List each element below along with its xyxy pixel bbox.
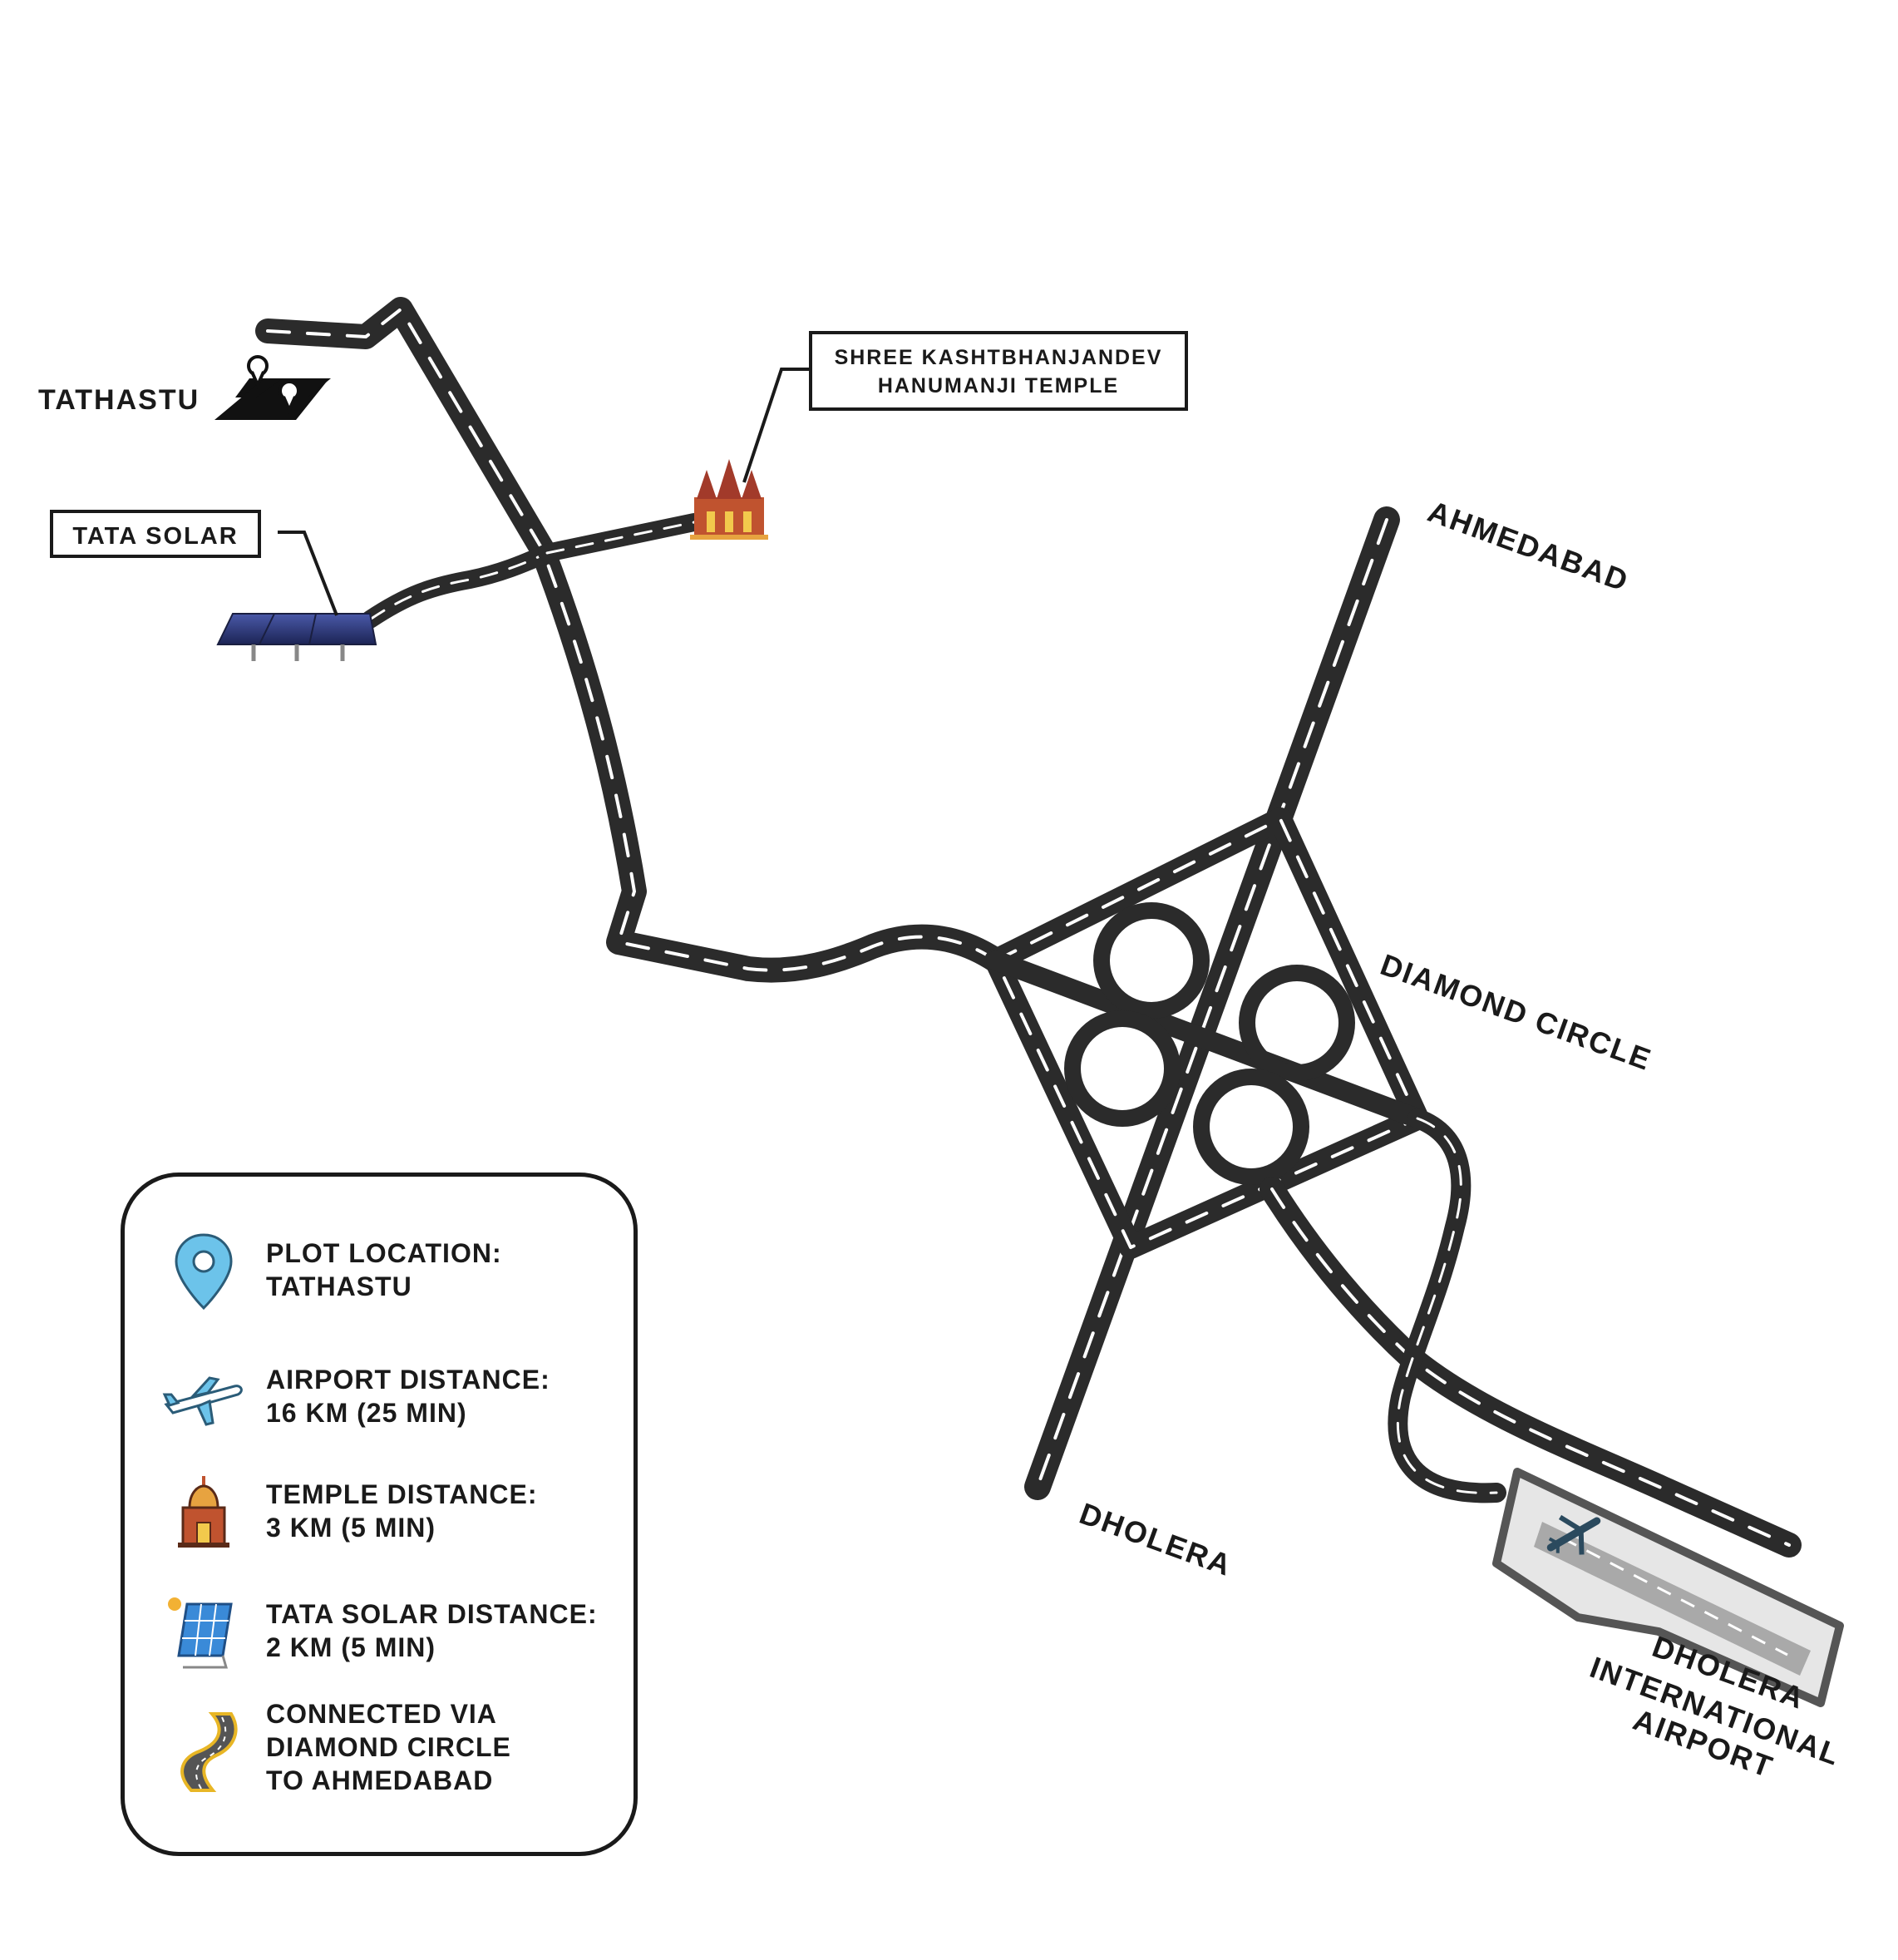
solar-panel-icon (216, 613, 377, 661)
road-icon (158, 1706, 249, 1797)
ahmedabad-label: AHMEDABAD (1423, 494, 1634, 598)
airport-icon (1492, 1468, 1844, 1707)
solar-panel-icon (158, 1587, 249, 1679)
callout-lines (278, 368, 811, 616)
location-pin-icon (158, 1227, 249, 1318)
tathastu-label: TATHASTU (38, 384, 200, 416)
diamond-circle-label: DIAMOND CIRCLE (1376, 947, 1656, 1077)
legend-connected-line1: CONNECTED VIA (266, 1699, 497, 1729)
temple-icon (690, 459, 768, 540)
legend-temple-value: 3 KM (5 MIN) (266, 1513, 436, 1543)
solar-road (361, 544, 556, 629)
dholera-label: DHOLERA (1075, 1496, 1236, 1582)
legend-connected-line3: TO AHMEDABAD (266, 1765, 494, 1795)
tata-solar-label-box (50, 510, 261, 558)
legend-solar-title: TATA SOLAR DISTANCE: (266, 1599, 598, 1629)
plot-location-icon (214, 355, 331, 420)
main-road (255, 297, 1008, 983)
legend-connected-line2: DIAMOND CIRCLE (266, 1732, 511, 1762)
airport-ramp (1388, 1108, 1506, 1503)
legend-solar-value: 2 KM (5 MIN) (266, 1632, 436, 1662)
tata-solar-label: TATA SOLAR (72, 523, 238, 550)
legend-airport-title: AIRPORT DISTANCE: (266, 1365, 550, 1395)
legend-plot-value: TATHASTU (266, 1271, 412, 1301)
temple-label-line1: SHREE KASHTBHANJANDEV (835, 346, 1163, 369)
temple-road (538, 513, 703, 562)
roads (255, 297, 1802, 1558)
legend-airport-value: 16 KM (25 MIN) (266, 1398, 467, 1428)
legend-temple-title: TEMPLE DISTANCE: (266, 1479, 538, 1509)
temple-label-line2: HANUMANJI TEMPLE (878, 374, 1119, 397)
airport-plane-icon (1546, 1514, 1601, 1555)
airplane-icon (158, 1353, 249, 1444)
ahmedabad-highway (1024, 506, 1400, 1500)
temple-label-box (809, 331, 1188, 411)
diamond-circle-road (984, 807, 1429, 1259)
legend-plot-title: PLOT LOCATION: (266, 1238, 502, 1268)
temple-icon (158, 1468, 249, 1559)
clover-loops (1064, 902, 1355, 1185)
legend: PLOT LOCATION: TATHASTU AIRPORT DISTANCE… (121, 1173, 638, 1856)
